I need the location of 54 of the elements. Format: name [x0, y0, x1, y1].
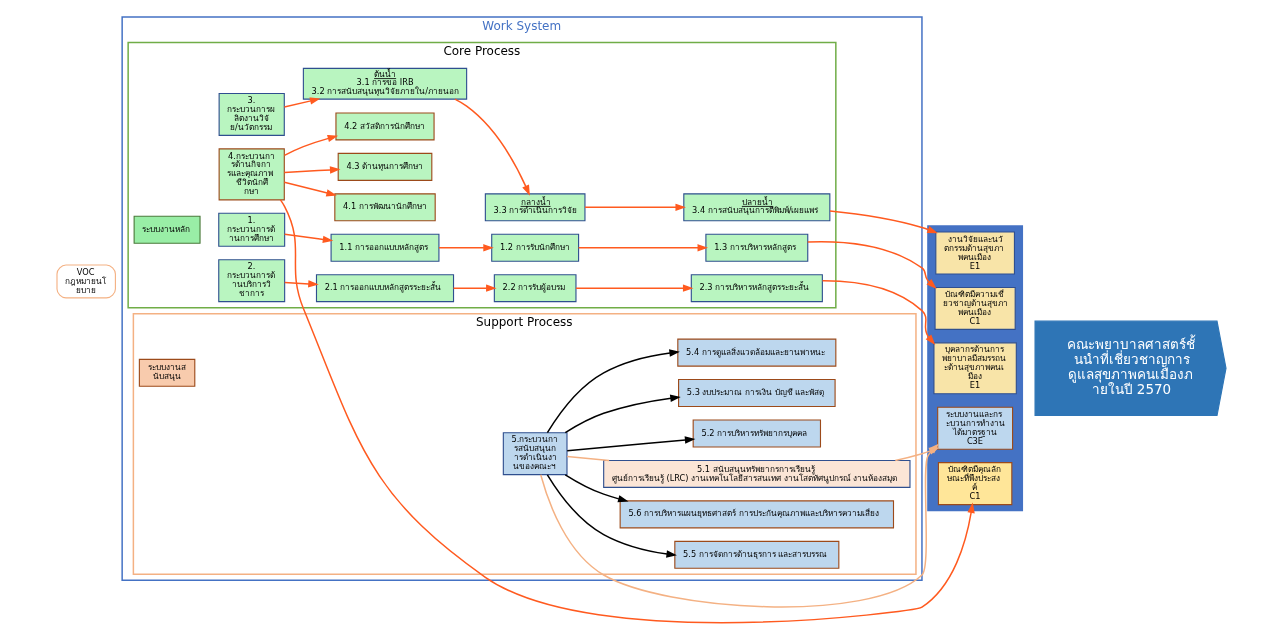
node-box: ระบบงานสนับสนุน [138, 358, 195, 387]
node-box: 5.4 การดูแลสิ่งแวดล้อมและยานพาหนะ [676, 338, 836, 367]
node-box: 2.1 การออกแบบหลักสูตรระยะสั้น [315, 274, 454, 303]
arrow [894, 447, 940, 462]
node-box: 2. กระบวนการด้านบริการวิชาการ [217, 259, 285, 303]
node-box: 1.1 การออกแบบหลักสูตร [330, 233, 439, 262]
node-box: บุคลากรด้านการพยาบาลมีสมรรถนะด้านสุขภาพคนเมือง E1 [932, 342, 1017, 395]
node-box: 2.2 การรับผู้อบรม [493, 274, 577, 303]
node-box: 5.3 งบประมาณ การเงิน บัญชี และพัสดุ [677, 379, 836, 408]
node-box: บัณฑิตมีความเชี่ยวชาญด้านสุขภาพคนเมือง C1 [934, 286, 1016, 330]
arrow [821, 280, 935, 345]
node-box: 2.3 การบริหารหลักสูตรระยะสั้น [690, 274, 823, 303]
arrow [546, 474, 677, 558]
connector [565, 455, 610, 462]
node-box: 4.2 สวัสดิการนักศึกษา [334, 112, 435, 141]
node-box: กลางน้ำ 3.3 การดำเนินการวิจัย [484, 193, 585, 222]
node-box: ต้นน้ำ 3.1 การขอ IRB 3.2 การสนับสนุนทุนวิจัยภายใน/ภายนอก [302, 67, 467, 100]
node-box: 1. กระบวนการด้านการศึกษา [217, 212, 285, 247]
node-box: 4.1 การพัฒนานักศึกษา [333, 193, 436, 222]
node-box: 1.2 การรับนักศึกษา [490, 233, 579, 262]
node-box: 5.2 การบริหารทรัพยากรบุคคล [692, 419, 821, 448]
node-box: 3. กระบวนการผลิตงานวิจัย/นวัตกรรม [218, 92, 285, 136]
arrow [283, 233, 333, 244]
node-box: ระบบงานหลัก [133, 215, 201, 244]
arrow [574, 284, 693, 292]
node-box: 5.1 สนับสนุนทรัพยากรการเรียนรู้ ศูนย์การเรียนรู้ (LRC) งานเทคโนโลยีสารสนเทศ งานโสตทัศนูปกรณ์ งานห้องสมุด [602, 459, 911, 488]
arrow [283, 181, 337, 197]
node-box: ปลายน้ำ 3.4 การสนับสนุนการตีพิมพ์/เผยแพร่ [682, 193, 830, 222]
node-box: บัณฑิตมีคุณลักษณะที่พึงประสงค์ C1 [937, 462, 1012, 506]
arrow [565, 436, 695, 452]
arrow [283, 166, 340, 174]
arrow [437, 244, 494, 252]
arrow [806, 240, 937, 289]
node-box: 4.กระบวนการด้านกิจการและคุณภาพชีวิตนักศึกษา [218, 148, 285, 201]
node-box: 5.กระบวนการสนับสนุนการดำเนินงานของคณะฯ [502, 432, 568, 476]
node-box: ระบบงานและกระบวนการทำงานได้มาตรฐาน C3E [936, 406, 1013, 450]
node-box: งานวิจัยและนวัตกรรมด้านสุขภาพคนเมือง E1 [934, 231, 1015, 275]
node-box: 4.3 ด้านทุนการศึกษา [337, 152, 432, 181]
arrow [279, 199, 975, 624]
arrow [564, 394, 681, 434]
arrow [828, 210, 938, 234]
node-box: VOC กฎหมายนโยบาย [55, 264, 116, 299]
arrow [283, 134, 338, 157]
arrow [564, 474, 629, 503]
arrow [577, 244, 708, 252]
arrow [452, 284, 497, 292]
arrow [583, 203, 686, 211]
arrow [283, 97, 320, 108]
arrow [283, 280, 319, 288]
node-box: 5.6 การบริหารแผนยุทธศาสตร์ การประกันคุณภาพและบริหารความเสี่ยง [619, 500, 894, 529]
arrow [546, 349, 680, 434]
node-box: 1.3 การบริหารหลักสูตร [704, 233, 808, 262]
node-box: 5.5 การจัดการด้านธุรการ และสารบรรณ [673, 540, 839, 569]
arrow [453, 98, 530, 196]
